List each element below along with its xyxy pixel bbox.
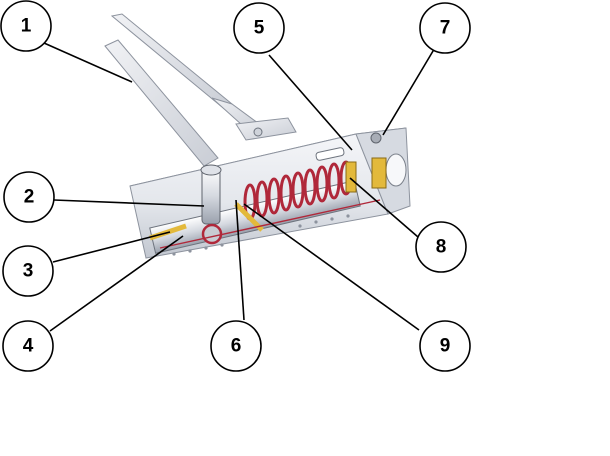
main-arm: [104, 39, 219, 167]
arm-assembly: [104, 13, 297, 167]
callout-4: 4: [2, 320, 54, 372]
callout-2: 2: [3, 171, 55, 223]
leader-2: [53, 199, 205, 207]
leader-9: [243, 203, 420, 331]
leader-8: [349, 177, 419, 238]
callout-circle: [419, 2, 471, 54]
callout-7: 7: [419, 2, 471, 54]
valve-screw-middle: [234, 202, 264, 232]
pinion-shaft: [201, 167, 221, 225]
callout-8: 8: [415, 221, 467, 273]
leader-3: [52, 231, 171, 263]
internal-mechanism: [149, 157, 387, 256]
callout-number: 1: [21, 16, 32, 37]
callout-3: 3: [2, 245, 54, 297]
leader-5: [268, 54, 353, 151]
leader-lines: [43, 42, 437, 332]
callout-number: 5: [254, 18, 265, 39]
callout-circle: [210, 320, 262, 372]
spring-end-plate: [345, 161, 357, 193]
bracket-screw: [253, 127, 263, 137]
leader-4: [49, 235, 184, 332]
top-slot: [315, 147, 345, 161]
callout-number: 2: [24, 187, 35, 208]
hydraulic-channel: [159, 199, 381, 249]
callout-9: 9: [419, 320, 471, 372]
callout-circle: [0, 0, 52, 52]
callout-6: 6: [210, 320, 262, 372]
end-port: [385, 153, 407, 187]
pinion-gear: [201, 223, 223, 245]
callout-number: 4: [23, 336, 34, 357]
callout-circle: [419, 320, 471, 372]
callout-number: 7: [440, 18, 451, 39]
right-valve-block: [371, 157, 387, 189]
callout-number: 3: [23, 261, 34, 282]
arm-bracket: [235, 117, 297, 141]
leader-7: [382, 45, 437, 136]
leader-1: [43, 42, 133, 83]
callout-circle: [3, 171, 55, 223]
top-adjust-screw: [370, 132, 382, 144]
callout-5: 5: [233, 2, 285, 54]
callout-number: 8: [436, 237, 447, 258]
callout-1: 1: [0, 0, 52, 52]
callout-circle: [2, 245, 54, 297]
callout-circle: [2, 320, 54, 372]
callout-circle: [233, 2, 285, 54]
body-rivets: [172, 214, 350, 256]
callout-circle: [415, 221, 467, 273]
pinion-top: [200, 164, 222, 176]
leader-6: [235, 199, 245, 321]
callout-number: 6: [231, 336, 242, 357]
callout-number: 9: [440, 336, 451, 357]
